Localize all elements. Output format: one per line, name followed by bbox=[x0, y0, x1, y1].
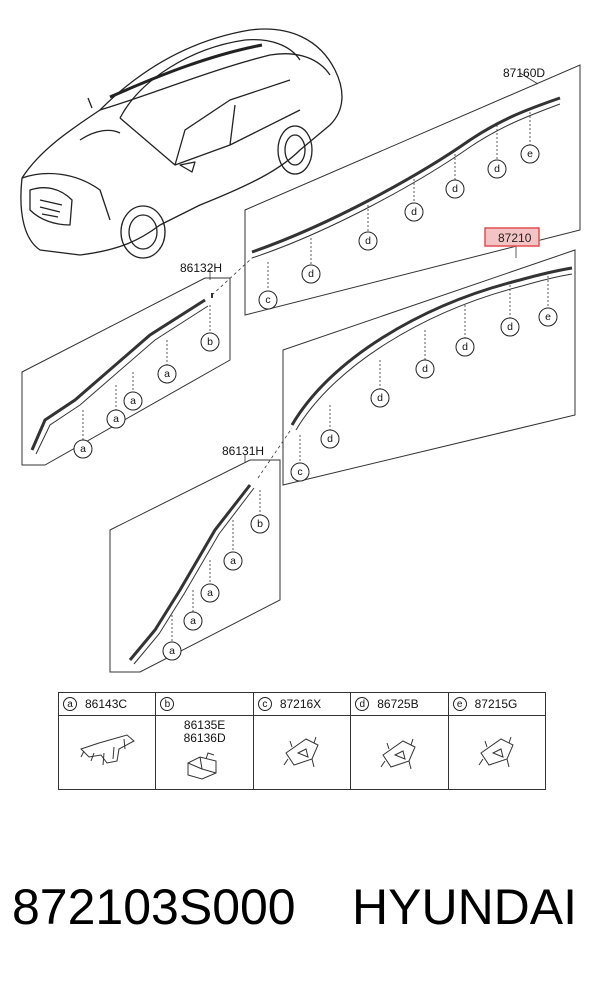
callout-a bbox=[183, 611, 203, 631]
callout-c bbox=[290, 462, 310, 482]
svg-text:a: a bbox=[190, 615, 196, 627]
svg-text:b: b bbox=[207, 336, 213, 348]
callout-d bbox=[301, 264, 321, 284]
callout-a bbox=[200, 583, 220, 603]
legend-key-b: b bbox=[160, 697, 175, 711]
svg-text:a: a bbox=[80, 443, 86, 455]
clip-c-icon bbox=[283, 736, 319, 768]
svg-text:d: d bbox=[462, 341, 468, 353]
svg-text:a: a bbox=[207, 587, 213, 599]
callout-d bbox=[455, 337, 475, 357]
legend-key-d: d bbox=[355, 697, 370, 711]
clip-a-icon bbox=[80, 734, 135, 766]
legend-key-e: e bbox=[452, 697, 467, 711]
callout-d bbox=[404, 202, 424, 222]
callout-leaders bbox=[82, 112, 549, 642]
legend-cell-d: d 86725B bbox=[351, 693, 449, 789]
clip-d-icon bbox=[380, 738, 416, 770]
legend-cell-c: c 87216X bbox=[253, 693, 352, 789]
callout-a bbox=[157, 364, 177, 384]
highlight-box-87210 bbox=[484, 227, 540, 247]
svg-text:d: d bbox=[494, 163, 500, 175]
label-86132h: 86132H bbox=[180, 261, 222, 275]
label-86131h: 86131H bbox=[222, 444, 264, 458]
svg-text:a: a bbox=[130, 395, 136, 407]
svg-text:d: d bbox=[422, 363, 428, 375]
svg-text:d: d bbox=[507, 321, 513, 333]
parts-diagram: 87160D 87210 86132H 86131H bbox=[20, 28, 581, 673]
svg-text:a: a bbox=[169, 645, 175, 657]
callout-e bbox=[520, 144, 540, 164]
callout-e bbox=[538, 307, 558, 327]
car-illustration bbox=[20, 28, 343, 259]
svg-text:b: b bbox=[257, 518, 263, 530]
footer-brand: HYUNDAI bbox=[352, 879, 578, 935]
svg-text:e: e bbox=[545, 311, 551, 323]
callout-letters: c d d d d d e c d d d d d e b a a a a b … bbox=[80, 148, 551, 657]
callouts bbox=[73, 144, 558, 661]
footer-part-number: 872103S000 bbox=[12, 879, 296, 935]
svg-text:a: a bbox=[230, 555, 236, 567]
connector-lines bbox=[211, 257, 293, 479]
legend-cell-a: a 86143C bbox=[59, 693, 157, 789]
callout-b bbox=[200, 332, 220, 352]
svg-text:a: a bbox=[164, 368, 170, 380]
callout-b bbox=[250, 514, 270, 534]
callout-a bbox=[106, 409, 126, 429]
clip-e-icon bbox=[478, 736, 514, 768]
legend-part-a: 86143C bbox=[85, 697, 128, 711]
legend-cell-b: b 86135E 86136D bbox=[156, 693, 254, 789]
callout-a bbox=[123, 391, 143, 411]
clip-b-icon bbox=[187, 752, 217, 780]
clip-legend-table: a 86143C b 86135E 86136D c 87216X d 86725B bbox=[58, 692, 546, 790]
molding-group-86131h bbox=[109, 455, 281, 673]
label-87160d: 87160D bbox=[503, 66, 545, 80]
callout-a bbox=[162, 641, 182, 661]
legend-part-c: 87216X bbox=[279, 697, 322, 711]
svg-text:d: d bbox=[308, 268, 314, 280]
svg-text:d: d bbox=[377, 392, 383, 404]
callout-a bbox=[223, 551, 243, 571]
svg-text:a: a bbox=[113, 413, 119, 425]
svg-text:d: d bbox=[327, 433, 333, 445]
legend-key-a: a bbox=[63, 697, 77, 711]
callout-d bbox=[445, 179, 465, 199]
callout-d bbox=[487, 159, 507, 179]
callout-d bbox=[320, 429, 340, 449]
legend-part-e: 87215G bbox=[474, 697, 518, 711]
callout-d bbox=[500, 317, 520, 337]
svg-text:d: d bbox=[411, 206, 417, 218]
footer: 872103S000 HYUNDAI bbox=[0, 872, 600, 952]
callout-c bbox=[258, 290, 278, 310]
svg-text:e: e bbox=[527, 148, 533, 160]
legend-key-c: c bbox=[257, 697, 272, 711]
callout-d bbox=[370, 388, 390, 408]
svg-text:d: d bbox=[452, 183, 458, 195]
molding-group-86132h bbox=[21, 270, 231, 466]
svg-text:d: d bbox=[365, 235, 371, 247]
molding-group-87160d bbox=[244, 64, 581, 316]
callout-d bbox=[358, 231, 378, 251]
legend-sub-b-2: 86136D bbox=[183, 731, 226, 745]
callout-d bbox=[415, 359, 435, 379]
callout-a bbox=[73, 439, 93, 459]
legend-cell-e: e 87215G bbox=[448, 693, 546, 789]
legend-sub-b-1: 86135E bbox=[183, 718, 226, 732]
svg-text:c: c bbox=[265, 294, 270, 306]
label-87210: 87210 bbox=[498, 231, 532, 245]
legend-part-d: 86725B bbox=[377, 697, 419, 711]
svg-text:c: c bbox=[297, 466, 302, 478]
